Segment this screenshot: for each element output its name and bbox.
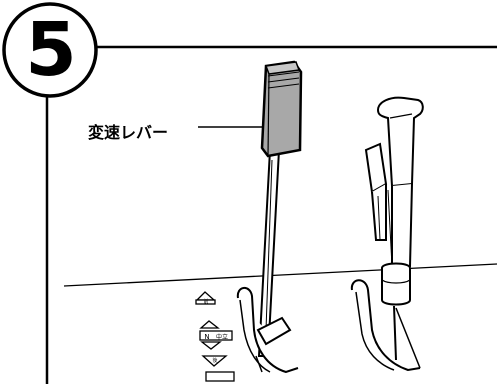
shift-lever xyxy=(257,60,303,357)
shift-lever-label: 変速レバー xyxy=(88,123,169,142)
neutral-n-label: N xyxy=(204,333,209,341)
neutral-box xyxy=(199,330,233,341)
step-number-circle xyxy=(2,2,98,98)
step-frame xyxy=(45,45,497,384)
step-number: 5 xyxy=(25,7,77,93)
second-lever xyxy=(364,96,424,361)
neutral-label: 中立 xyxy=(216,333,228,341)
forward-label: 前 xyxy=(203,298,208,305)
neutral-up-arrow-icon xyxy=(199,320,220,329)
neutral-down-arrow-icon xyxy=(200,341,222,350)
floor-edge xyxy=(63,263,497,287)
left-lever-slot xyxy=(236,287,299,374)
reverse-box xyxy=(205,371,235,382)
shift-indicator xyxy=(195,291,235,382)
reverse-label: 後 xyxy=(212,357,217,364)
reverse-arrow-icon xyxy=(201,355,228,367)
right-lever-slot xyxy=(350,279,421,372)
